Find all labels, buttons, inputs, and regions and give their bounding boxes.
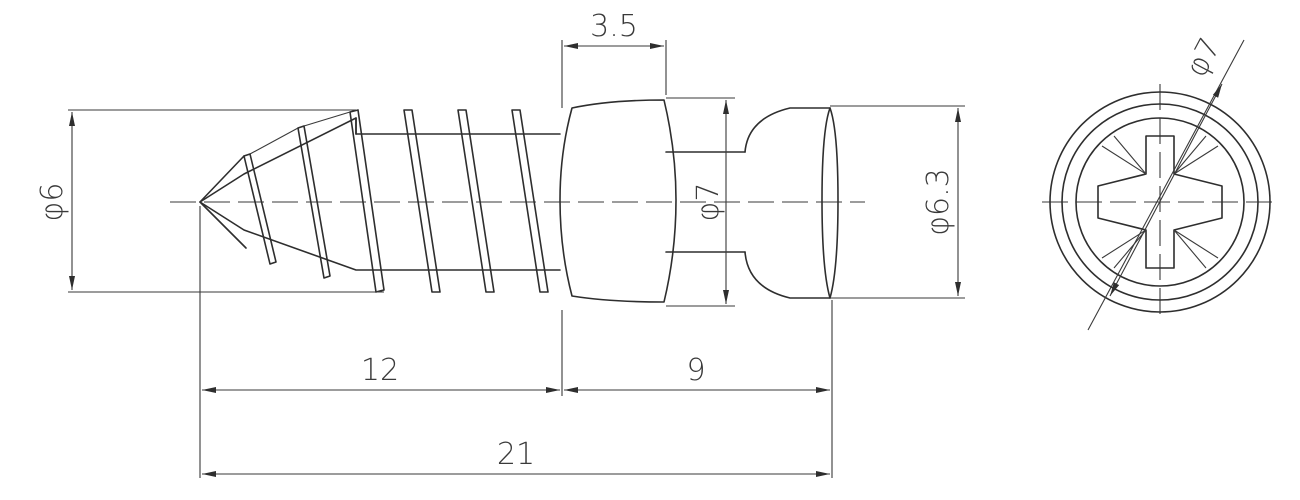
end-view: φ7 [1042,32,1278,331]
ball-head [744,107,831,299]
dim-thread-length: 12 [361,353,399,388]
neck [665,151,746,253]
dim-head-length: 9 [686,353,705,388]
dim-collar-width: 3.5 [590,9,638,44]
dim-collar-diameter: φ7 [691,183,726,222]
collar [559,99,677,303]
screw-threads [199,109,549,293]
screw-shank [199,117,561,271]
dim-head-diameter: φ6.3 [921,168,956,236]
side-view [170,99,865,303]
dim-thread-diameter: φ6 [35,183,70,222]
dim-end-view-diameter: φ7 [1179,32,1228,83]
dim-total-length: 21 [497,437,535,472]
dimensions: φ6 3.5 φ7 φ6.3 12 9 21 [35,9,965,478]
